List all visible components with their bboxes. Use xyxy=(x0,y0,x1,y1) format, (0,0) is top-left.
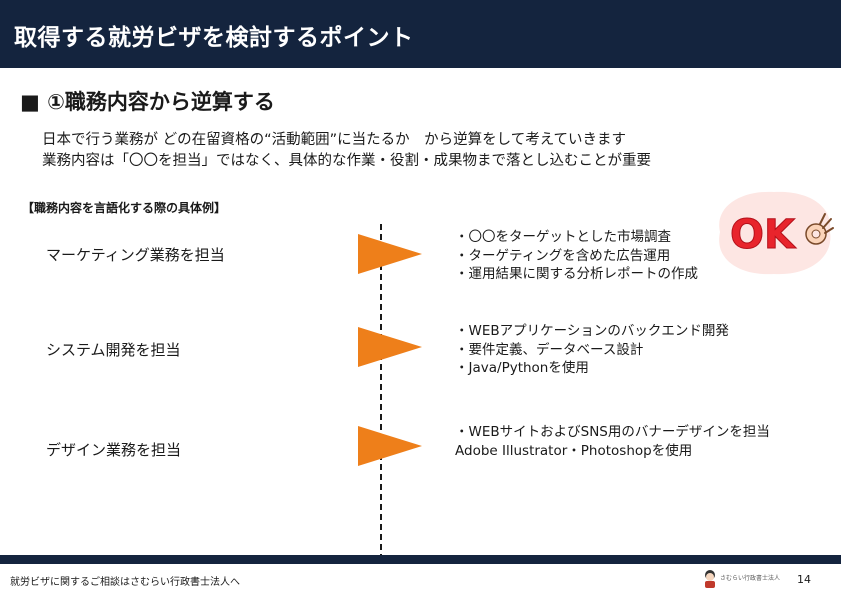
timeline-dashed-line xyxy=(380,224,382,560)
detail-item: ・WEBアプリケーションのバックエンド開発 xyxy=(455,323,729,339)
detail-list-system: ・WEBアプリケーションのバックエンド開発 ・要件定義、データベース設計 ・Ja… xyxy=(455,322,729,378)
detail-item: ・Java/Pythonを使用 xyxy=(455,360,589,376)
intro-line-2: 業務内容は「〇〇を担当」ではなく、具体的な作業・役割・成果物まで落とし込むことが… xyxy=(42,153,651,169)
company-logo: さむらい行政書士法人 xyxy=(700,568,780,588)
intro-line-1: 日本で行う業務が どの在留資格の“活動範囲”に当たるか から逆算をして考えていき… xyxy=(42,132,626,148)
page-number: 14 xyxy=(797,573,811,586)
examples-label: 【職務内容を言語化する際の具体例】 xyxy=(22,201,227,215)
company-logo-text: さむらい行政書士法人 xyxy=(720,575,781,582)
page-title: 取得する就労ビザを検討するポイント xyxy=(14,25,414,51)
flag-arrow-icon xyxy=(358,426,422,466)
footer-bar xyxy=(0,555,841,564)
role-label-design: デザイン業務を担当 xyxy=(46,441,182,459)
intro-text: 日本で行う業務が どの在留資格の“活動範囲”に当たるか から逆算をして考えていき… xyxy=(42,130,651,172)
detail-item: ・要件定義、データベース設計 xyxy=(455,341,644,358)
footer-text: 就労ビザに関するご相談はさむらい行政書士法人へ xyxy=(10,577,240,588)
role-label-marketing: マーケティング業務を担当 xyxy=(46,246,225,264)
detail-item: ・運用結果に関する分析レポートの作成 xyxy=(455,266,698,282)
detail-item: ・WEBサイトおよびSNS用のバナーデザインを担当 xyxy=(455,424,770,440)
detail-item: Adobe Illustrator・Photoshopを使用 xyxy=(455,442,693,459)
role-label-system: システム開発を担当 xyxy=(46,341,181,359)
detail-item: ・〇〇をターゲットとした市場調査 xyxy=(455,229,671,245)
title-bar: 取得する就労ビザを検討するポイント xyxy=(0,0,841,68)
ok-badge-icon: OK xyxy=(719,191,834,275)
detail-list-design: ・WEBサイトおよびSNS用のバナーデザインを担当 Adobe Illustra… xyxy=(455,423,770,460)
section-heading: ■ ①職務内容から逆算する xyxy=(20,90,275,114)
ok-badge-text: OK xyxy=(730,212,797,258)
flag-arrow-icon xyxy=(358,234,422,274)
detail-item: ・ターゲティングを含めた広告運用 xyxy=(455,247,671,264)
detail-list-marketing: ・〇〇をターゲットとした市場調査 ・ターゲティングを含めた広告運用 ・運用結果に… xyxy=(455,228,698,284)
samurai-mascot-icon xyxy=(705,570,715,588)
flag-arrow-icon xyxy=(358,327,422,367)
